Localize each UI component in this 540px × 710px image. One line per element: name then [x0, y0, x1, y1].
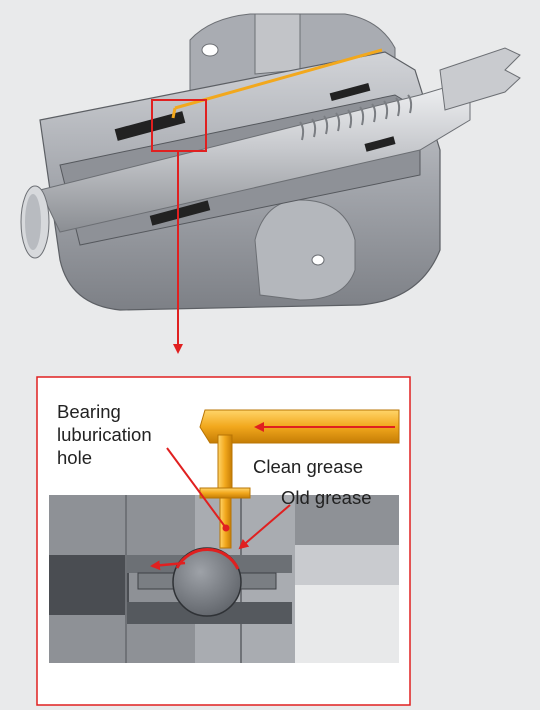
bearing-cage	[137, 572, 179, 590]
grease-line-drop	[171, 107, 177, 119]
clean-grease-label: Clean grease	[253, 456, 364, 477]
grease-feed-collar	[199, 487, 251, 499]
bearing-hole-label-line-1: Bearing	[57, 401, 121, 422]
spindle-assembly	[20, 13, 521, 311]
ball-screw-threads	[299, 94, 413, 141]
rear-clevis	[439, 47, 521, 111]
detail-view	[36, 376, 411, 706]
housing-groove	[295, 545, 399, 585]
bearing-hole-label: Bearing luburication hole	[57, 400, 152, 469]
grease-feed-upper	[217, 434, 233, 491]
bearing-set	[149, 200, 211, 226]
grease-line	[174, 48, 383, 110]
shaft-dark	[49, 555, 129, 615]
grease-flow-left-arrow	[150, 560, 186, 571]
spindle-nose-disc-face	[25, 194, 41, 250]
grease-contact-arc	[175, 548, 240, 570]
bearing-hole-label-line-3: hole	[57, 447, 92, 468]
spindle-flange-bottom	[254, 199, 356, 301]
bearing-hole-label-line-2: luburication	[57, 424, 152, 445]
housing-top-block	[254, 13, 301, 75]
grease-feed-lower	[219, 497, 232, 549]
bearing-hole-pointer	[166, 447, 227, 529]
bearing-set	[364, 136, 396, 152]
old-grease-label: Old grease	[281, 487, 372, 508]
bearing-hole-marker	[222, 524, 230, 532]
old-grease-arrow	[238, 504, 291, 550]
bearing-set	[329, 82, 371, 102]
housing-divider	[125, 495, 127, 663]
flange-hole	[311, 254, 325, 266]
bearing-ball	[172, 547, 242, 617]
bearing-set	[114, 111, 186, 141]
bearing-cage	[235, 572, 277, 590]
flange-hole	[201, 43, 219, 57]
